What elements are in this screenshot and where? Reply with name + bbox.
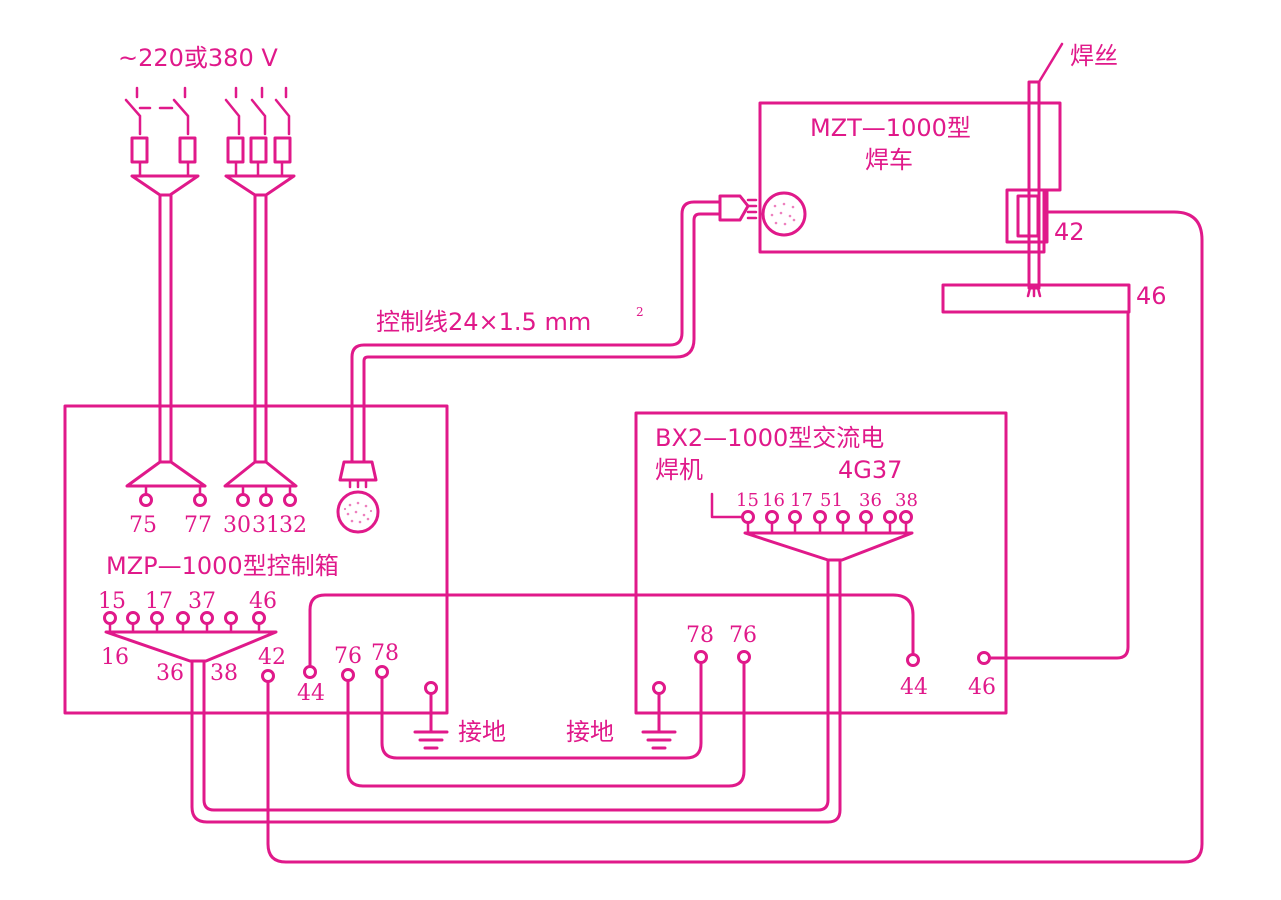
welder-17-label: 17 [790,490,813,511]
welder-78-label: 78 [686,623,714,648]
welder-title-1: BX2—1000型交流电 [655,424,884,452]
welder-78-terminal [694,650,708,664]
carriage-title-1: MZT—1000型 [810,114,971,142]
control-box-outline [63,404,449,715]
welder-46-label: 46 [968,675,996,700]
terminal-77 [193,493,207,507]
workpiece [941,283,1131,314]
supply-voltage-label: ~220或380 V [118,44,278,72]
cbox-42-terminal [261,669,275,683]
control-box-cable-head [104,630,278,663]
welding-wire [1027,80,1041,290]
wire-label: 焊丝 [1070,42,1118,70]
welder-51-label: 51 [820,490,843,511]
cbox-15-label: 15 [98,589,126,614]
interconnect-wiring [190,210,1204,864]
terminal-30 [236,493,250,507]
welder-title-2: 焊机 [655,456,703,484]
welder-ground-label: 接地 [566,718,614,746]
fuse-4 [249,136,268,164]
control-cable-label: 控制线24×1.5 mm [376,308,591,336]
welder-76-label: 76 [729,623,757,648]
welder-model-label: 4G37 [838,456,902,484]
control-socket-box [336,490,380,534]
welding-carriage: MZT—1000型 焊车 焊丝 42 46 [758,42,1167,314]
welder-15-label: 15 [736,490,759,511]
cable-head-bottom-2 [223,460,298,488]
control-box-ground-symbol [413,692,449,750]
supply-switch-3pole [224,86,291,136]
terminal-31 [259,493,273,507]
control-box-ground-label: 接地 [458,718,506,746]
supply-switchgear: ~220或380 V [118,44,296,464]
supply-cable-2 [253,193,268,464]
cable-head-top-1 [130,174,200,197]
carriage-plug [718,194,750,222]
control-cable: 控制线24×1.5 mm 2 [350,194,758,464]
contact-tip [1016,194,1040,238]
cbox-78-terminal [375,665,389,679]
control-plug-box [338,460,378,482]
carriage-socket [761,191,807,237]
welder-outline [634,411,1008,715]
control-cable-unit-superscript: 2 [636,305,644,319]
welder-44-terminal [906,653,920,667]
terminal-31-label: 31 [252,513,280,538]
fuse-3 [226,136,245,164]
supply-switch-2pole [124,86,190,136]
control-box-title: MZP—1000型控制箱 [106,552,339,580]
terminal-75-label: 75 [129,513,157,538]
wire-leader-line [1037,42,1064,84]
welder-46-terminal [977,651,991,665]
terminal-77-label: 77 [184,513,212,538]
cbox-42-label: 42 [258,645,286,670]
supply-cable-1 [158,193,173,464]
welder-cable-head [743,531,914,562]
cbox-78-label: 78 [371,641,399,666]
fuse-2 [178,136,197,164]
control-box: 75 77 30 31 32 MZP—1000型控制箱 15 17 37 46 … [63,404,506,750]
terminal-30-label: 30 [223,513,251,538]
cbox-76-terminal [341,668,355,682]
terminal-75 [139,493,153,507]
welder-bracket [710,492,744,519]
cbox-76-label: 76 [334,644,362,669]
cbox-36-label: 36 [156,661,184,686]
carriage-42-label: 42 [1054,218,1085,246]
welder-44-label: 44 [900,675,928,700]
cable-head-top-2 [224,174,296,197]
cbox-46-label: 46 [249,589,277,614]
carriage-title-2: 焊车 [865,146,913,174]
cable-head-bottom-1 [125,460,207,488]
cbox-37-label: 37 [188,589,216,614]
terminal-32-label: 32 [279,513,307,538]
cbox-44-terminal [303,665,317,679]
cbox-44-label: 44 [297,681,325,706]
terminal-32 [283,493,297,507]
cbox-38-label: 38 [210,661,238,686]
fuse-5 [273,136,292,164]
welder-ground-symbol [641,692,677,750]
ac-welder: BX2—1000型交流电 焊机 4G37 15 16 17 51 36 38 接… [566,411,1008,750]
welder-38-label: 38 [895,490,918,511]
contact-tip-block [1005,188,1049,244]
workpiece-46-label: 46 [1136,282,1167,310]
welder-36-label: 36 [859,490,882,511]
fuse-1 [130,136,149,164]
cbox-16-label: 16 [101,645,129,670]
welder-16-label: 16 [762,490,785,511]
cbox-17-label: 17 [145,589,173,614]
welder-76-terminal [737,650,751,664]
